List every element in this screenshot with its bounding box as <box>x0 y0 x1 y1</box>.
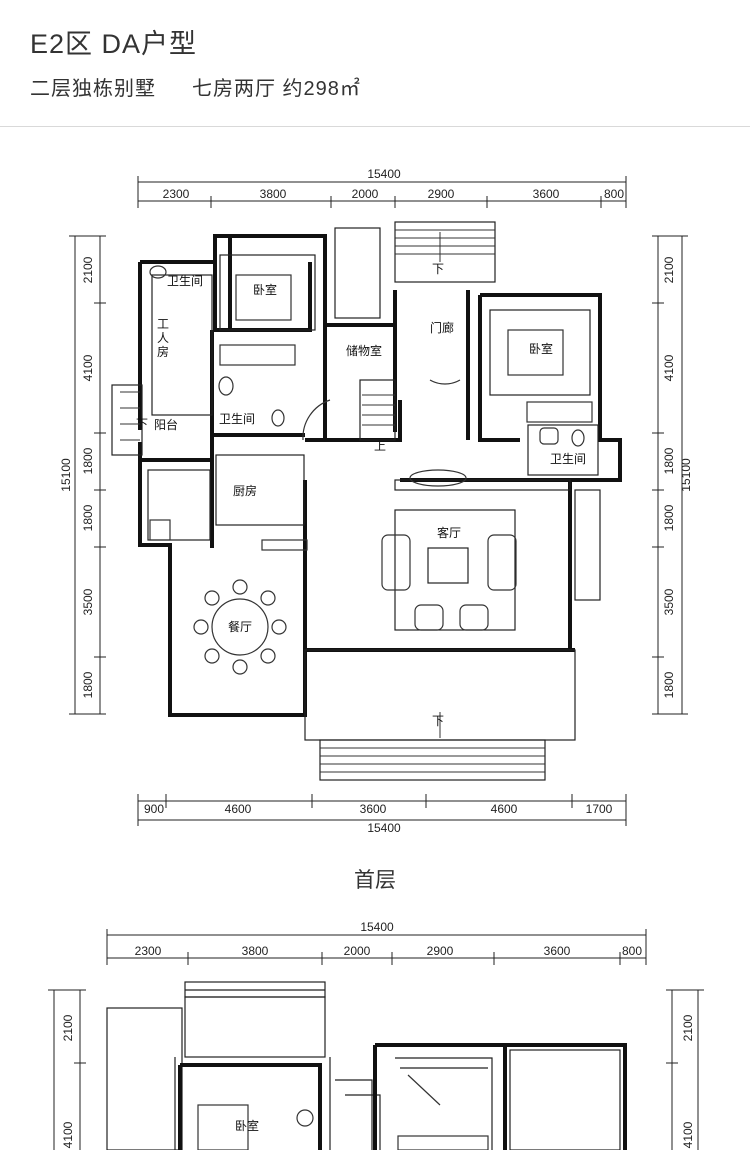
stair-lines <box>120 229 545 773</box>
rooms-area-label: 七房两厅 约298㎡ <box>192 78 361 100</box>
right-dim: 1800 <box>662 671 676 698</box>
balcony-down-arrow-label: 下 <box>136 417 148 431</box>
room-bath-mid: 卫生间 <box>219 412 255 426</box>
right-dim: 1800 <box>662 447 676 474</box>
left-dim: 4100 <box>81 354 95 381</box>
right-dim-2f: 4100 <box>681 1121 695 1148</box>
room-bath-nw: 卫生间 <box>167 274 203 288</box>
top-dim: 2900 <box>428 187 455 201</box>
top-dim: 2300 <box>163 187 190 201</box>
left-dim: 2100 <box>81 256 95 283</box>
top-dim: 3800 <box>260 187 287 201</box>
left-dim-2f: 4100 <box>61 1121 75 1148</box>
header: E2区 DA户型 二层独栋别墅 七房两厅 约298㎡ <box>0 0 750 127</box>
top-dim: 3600 <box>533 187 560 201</box>
floor-label: 首层 <box>354 869 396 892</box>
right-dim: 3500 <box>662 588 676 615</box>
top-dim: 2000 <box>352 187 379 201</box>
room-balcony: 阳台 <box>154 417 178 432</box>
room-bedroom-north: 卧室 <box>253 282 277 297</box>
right-dim-2f: 2100 <box>681 1014 695 1041</box>
dimension-lines <box>69 176 688 826</box>
room-bedroom-east: 卧室 <box>529 341 553 356</box>
top-dim-2f: 3800 <box>242 944 269 958</box>
right-dim: 2100 <box>662 256 676 283</box>
bottom-dim: 1700 <box>586 802 613 816</box>
room-storage: 储物室 <box>346 343 382 358</box>
bottom-dim: 4600 <box>491 802 518 816</box>
furniture <box>149 265 593 675</box>
right-dim: 1800 <box>662 504 676 531</box>
bottom-dim: 3600 <box>360 802 387 816</box>
dimension-lines-2f <box>48 929 704 1150</box>
left-dim: 1800 <box>81 447 95 474</box>
stairs-down-label: 下 <box>432 714 444 728</box>
room-servant-char: 房 <box>157 344 169 359</box>
room-foyer: 门廊 <box>430 320 454 335</box>
top-dim-2f: 800 <box>622 944 642 958</box>
right-dim: 4100 <box>662 354 676 381</box>
top-dim-2f: 2900 <box>427 944 454 958</box>
house-type-label: 二层独栋别墅 <box>30 78 156 100</box>
right-total-dim: 15100 <box>679 458 693 492</box>
top-dim-2f: 3600 <box>544 944 571 958</box>
stairs-down-label: 下 <box>432 262 444 276</box>
second-floor-furniture <box>197 1074 489 1150</box>
second-floor-outline <box>106 981 621 1150</box>
room-bath-east: 卫生间 <box>550 452 586 466</box>
second-floor-plan: 15400 2300 3800 2000 2900 3600 800 2100 … <box>48 920 704 1150</box>
top-total-dim: 15400 <box>367 167 401 181</box>
room-bedroom-2f: 卧室 <box>235 1118 259 1133</box>
bottom-dim: 4600 <box>225 802 252 816</box>
room-living: 客厅 <box>437 525 461 540</box>
first-floor-plan: 15400 2300 3800 2000 2900 3600 800 900 4… <box>59 167 693 835</box>
thin-walls <box>111 221 601 781</box>
left-dim: 1800 <box>81 504 95 531</box>
top-dim-2f: 2300 <box>135 944 162 958</box>
left-dim: 1800 <box>81 671 95 698</box>
top-total-dim-2f: 15400 <box>360 920 394 934</box>
room-servant-char: 人 <box>157 331 169 345</box>
left-dim: 3500 <box>81 588 95 615</box>
room-servant-char: 工 <box>157 317 169 331</box>
stairs-up-label: 上 <box>374 439 386 453</box>
top-dim: 800 <box>604 187 624 201</box>
page-subtitle: 二层独栋别墅 七房两厅 约298㎡ <box>30 72 361 101</box>
second-floor-walls <box>178 1043 627 1150</box>
top-dim-2f: 2000 <box>344 944 371 958</box>
page-title: E2区 DA户型 <box>30 29 198 59</box>
room-dining: 餐厅 <box>228 619 252 634</box>
left-dim-2f: 2100 <box>61 1014 75 1041</box>
bottom-dim: 900 <box>144 802 164 816</box>
left-total-dim: 15100 <box>59 458 73 492</box>
bottom-total-dim: 15400 <box>367 821 401 835</box>
room-kitchen: 厨房 <box>233 483 257 498</box>
